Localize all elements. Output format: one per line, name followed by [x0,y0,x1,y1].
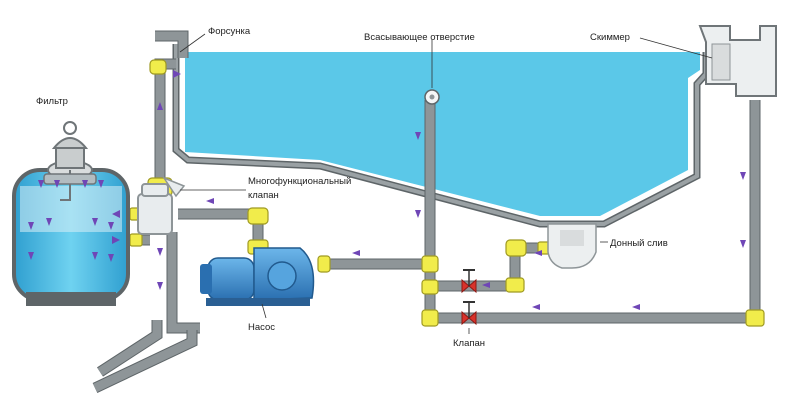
filter-label: Фильтр [36,96,68,107]
arrow-icon [108,222,114,230]
filter-tank-icon [12,121,130,306]
arrow-icon [415,132,421,140]
skimmer-icon [698,25,777,97]
arrow-icon [534,250,542,256]
leader-lines [179,33,713,334]
arrow-icon [98,180,104,188]
arrow-icon [482,282,490,288]
valve-label: Клапан [453,338,485,349]
arrow-icon [740,172,746,180]
bottom-drain-icon [547,223,597,269]
pump-label: Насос [248,322,275,333]
skimmer-label: Скиммер [590,32,630,43]
arrow-icon [82,180,88,188]
arrow-icon [28,222,34,230]
arrow-icon [206,198,214,204]
arrow-icon [157,248,163,256]
arrow-icon [46,218,52,226]
arrow-icon [157,102,163,110]
arrow-icon [352,250,360,256]
arrow-icon [173,70,181,78]
pump-icon [200,247,315,306]
suction-inlet-label: Всасывающее отверстие [364,32,475,43]
arrow-icon [54,180,60,188]
valve-icon [461,301,477,326]
arrow-icon [532,304,540,310]
arrow-icon [92,252,98,260]
arrow-icon [38,180,44,188]
multiport-valve-icon [137,176,186,235]
bottom-drain-label: Донный слив [610,238,668,249]
arrow-icon [108,254,114,262]
arrow-icon [92,218,98,226]
arrow-icon [415,210,421,218]
arrow-icon [28,252,34,260]
arrow-icon [157,282,163,290]
arrow-icon [632,304,640,310]
flow-arrows [28,70,746,310]
multiport-valve-label-line2: клапан [248,190,279,201]
arrow-icon [112,210,120,218]
nozzle-label: Форсунка [208,26,251,37]
multiport-valve-label-line1: Многофункциональный [248,176,351,187]
suction-inlet-icon [424,89,440,105]
valve-icon [461,269,477,294]
arrow-icon [740,240,746,248]
arrow-icon [112,236,120,244]
